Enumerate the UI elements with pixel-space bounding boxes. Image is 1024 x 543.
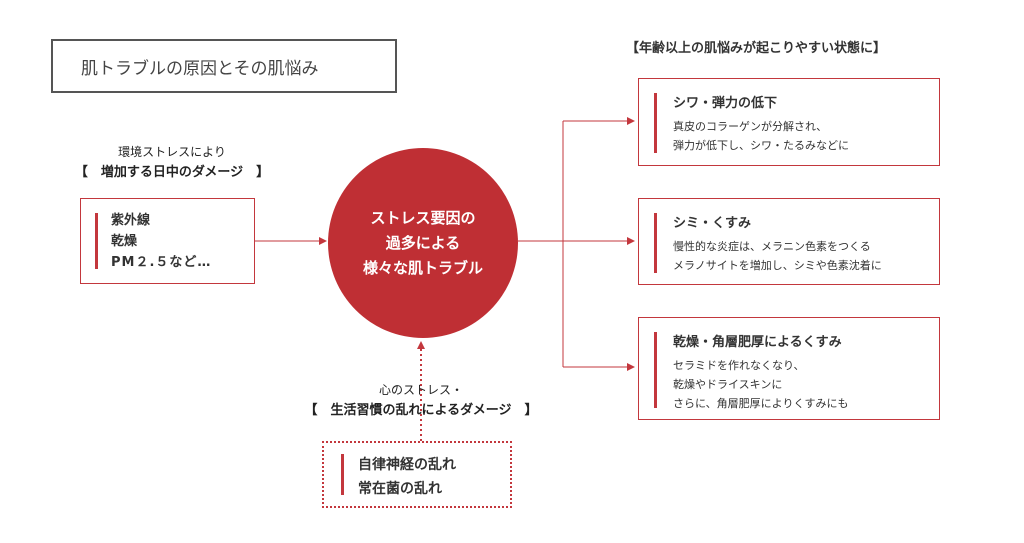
environmental-stress-list: 紫外線 乾燥 PM２.５など… [111, 210, 211, 273]
accent-bar [654, 93, 657, 153]
right-heading: 【年齢以上の肌悩みが起こりやすい状態に】 [626, 41, 887, 56]
environmental-stress-box: 紫外線 乾燥 PM２.５など… [80, 198, 255, 284]
description-line: 慢性的な炎症は、メラニン色素をつくる [673, 240, 871, 253]
description-line: メラノサイトを増加し、シミや色素沈着に [673, 259, 882, 272]
page-title: 肌トラブルの原因とその肌悩み [51, 39, 397, 93]
mental-stress-box: 自律神経の乱れ 常在菌の乱れ [322, 441, 512, 508]
description-line: さらに、角層肥厚によりくすみにも [673, 397, 849, 410]
list-item: PM２.５など… [111, 255, 212, 270]
center-line-1: ストレス要因の [370, 208, 476, 227]
left-caption-top: 環境ストレスにより [118, 145, 226, 159]
list-item: 乾燥 [111, 234, 138, 249]
box-title: 乾燥・角層肥厚によるくすみ [673, 335, 842, 350]
accent-bar [95, 213, 98, 269]
left-caption-bracket: 【 増加する日中のダメージ 】 [74, 165, 270, 180]
center-line-3: 様々な肌トラブル [362, 258, 483, 277]
accent-bar [341, 454, 344, 495]
bottom-caption-bracket: 【 生活習慣の乱れによるダメージ 】 [304, 403, 538, 418]
box-description: 慢性的な炎症は、メラニン色素をつくる メラノサイトを増加し、シミや色素沈着に [673, 237, 882, 275]
description-line: 真皮のコラーゲンが分解され、 [673, 120, 828, 133]
accent-bar [654, 213, 657, 273]
dryness-keratin-box: 乾燥・角層肥厚によるくすみ セラミドを作れなくなり、 乾燥やドライスキンに さら… [638, 317, 940, 420]
accent-bar [654, 332, 657, 408]
box-description: セラミドを作れなくなり、 乾燥やドライスキンに さらに、角層肥厚によりくすみにも [673, 356, 848, 413]
bottom-caption: 心のストレス・ 【 生活習慣の乱れによるダメージ 】 [276, 380, 566, 422]
description-line: 弾力が低下し、シワ・たるみなどに [673, 139, 849, 152]
box-description: 真皮のコラーゲンが分解され、 弾力が低下し、シワ・たるみなどに [673, 117, 849, 155]
wrinkle-elasticity-box: シワ・弾力の低下 真皮のコラーゲンが分解され、 弾力が低下し、シワ・たるみなどに [638, 78, 940, 166]
list-item: 自律神経の乱れ [358, 457, 456, 473]
description-line: セラミドを作れなくなり、 [673, 359, 805, 372]
list-item: 常在菌の乱れ [358, 481, 442, 497]
box-title: シミ・くすみ [673, 216, 752, 231]
list-item: 紫外線 [111, 213, 151, 228]
description-line: 乾燥やドライスキンに [673, 378, 783, 391]
bottom-caption-top: 心のストレス・ [378, 383, 463, 397]
center-circle: ストレス要因の 過多による 様々な肌トラブル [328, 148, 518, 338]
center-line-2: 過多による [385, 233, 461, 252]
mental-stress-list: 自律神経の乱れ 常在菌の乱れ [358, 453, 456, 501]
spots-dullness-box: シミ・くすみ 慢性的な炎症は、メラニン色素をつくる メラノサイトを増加し、シミや… [638, 198, 940, 285]
left-caption: 環境ストレスにより 【 増加する日中のダメージ 】 [62, 142, 282, 184]
box-title: シワ・弾力の低下 [673, 96, 778, 111]
